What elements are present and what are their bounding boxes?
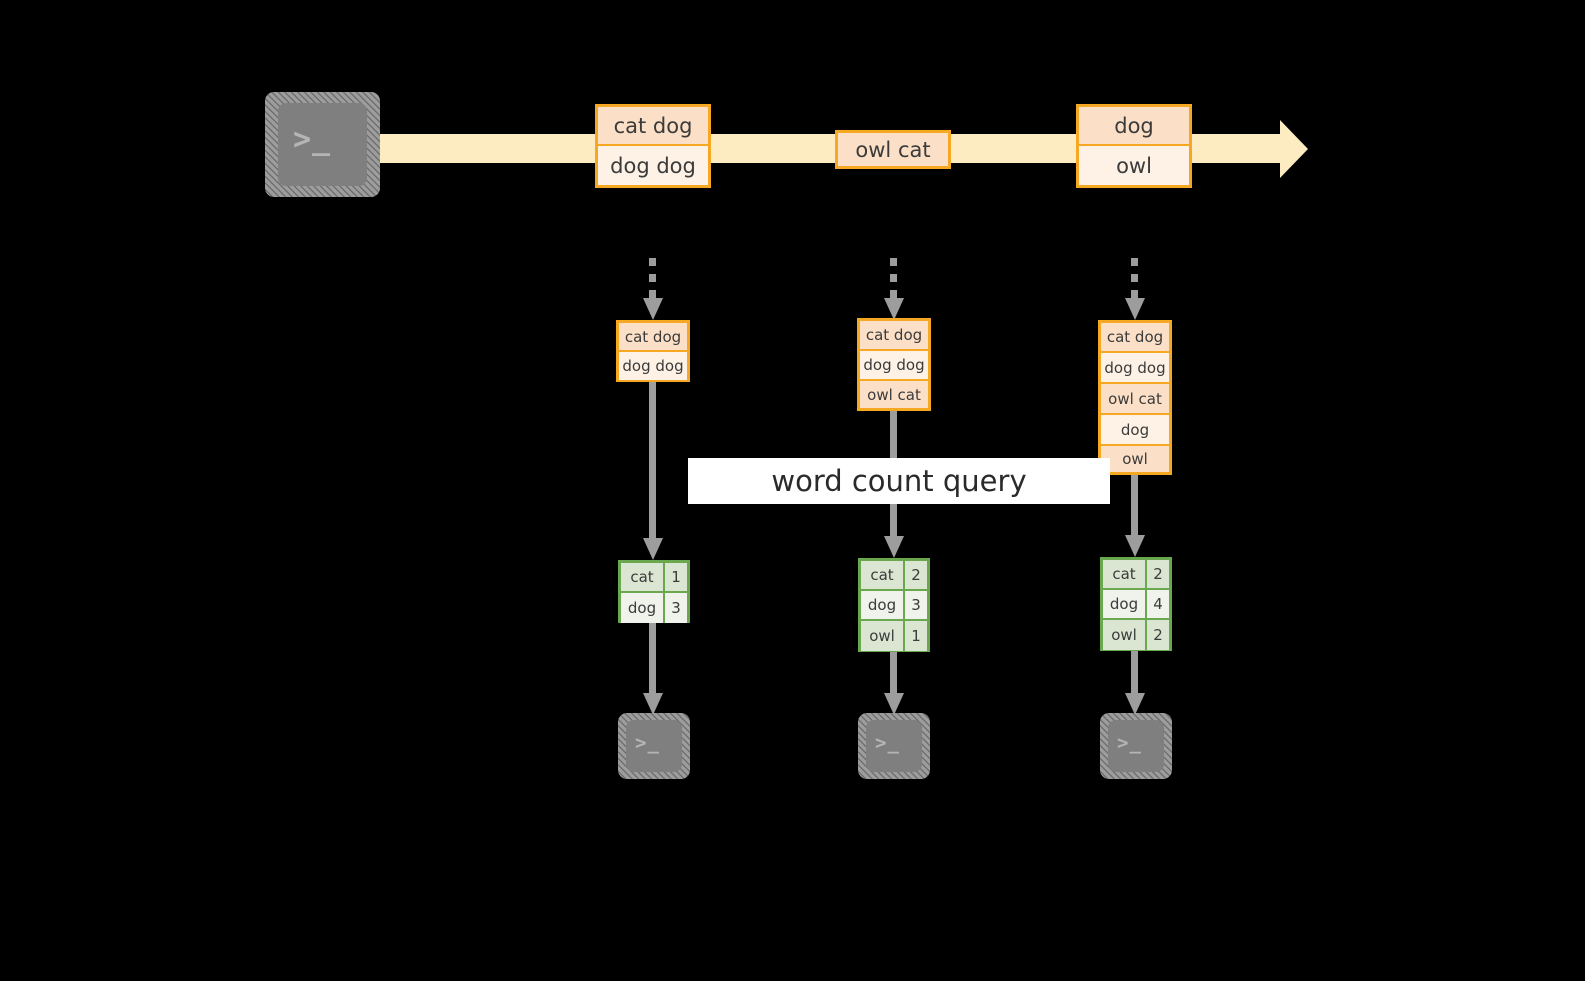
snapshot-1-tap-arrow: [642, 258, 663, 320]
terminal-face: [1108, 720, 1164, 772]
snapshot-1-count-1: 1: [665, 563, 687, 591]
arrow-head: [642, 538, 663, 560]
snapshot-2-word-3: owl: [861, 621, 905, 651]
word-count-query-text: word count query: [771, 464, 1027, 498]
terminal-face: [866, 720, 922, 772]
snapshot-1-word-1: cat: [621, 563, 665, 591]
stream-batch-2-line-1: owl cat: [838, 133, 948, 166]
snapshot-2-word-counts[interactable]: cat 2 dog 3 owl 1: [858, 558, 930, 652]
snapshot-3-word-counts[interactable]: cat 2 dog 4 owl 2: [1100, 557, 1172, 651]
snapshot-1-output-arrow: [642, 623, 663, 715]
arrow-shaft: [649, 382, 656, 540]
snapshot-3-consumer-terminal-icon[interactable]: >_: [1100, 713, 1172, 779]
arrow-shaft: [1131, 651, 1138, 695]
snapshot-2-output-arrow: [883, 652, 904, 715]
arrow-head: [642, 298, 663, 320]
snapshot-2-count-2: 3: [905, 591, 927, 619]
terminal-face: [278, 103, 367, 186]
snapshot-3-word-1: cat: [1103, 560, 1147, 588]
snapshot-2-accumulated-line-1: cat dog: [860, 321, 928, 351]
snapshot-1-word-counts[interactable]: cat 1 dog 3: [618, 560, 690, 623]
snapshot-3-count-1: 2: [1147, 560, 1169, 588]
snapshot-3-query-arrow: [1124, 475, 1145, 557]
snapshot-3-accumulated-line-4: dog: [1101, 415, 1169, 446]
snapshot-1-accumulated[interactable]: cat dog dog dog: [616, 320, 690, 382]
arrow-shaft: [1131, 258, 1138, 300]
snapshot-3-accumulated-line-1: cat dog: [1101, 323, 1169, 353]
table-row: cat 1: [621, 563, 687, 593]
terminal-prompt-glyph: >_: [875, 732, 900, 754]
arrow-head: [1124, 693, 1145, 715]
snapshot-2-word-1: cat: [861, 561, 905, 589]
terminal-prompt-glyph: >_: [635, 732, 660, 754]
snapshot-2-count-1: 2: [905, 561, 927, 589]
arrow-shaft: [649, 623, 656, 695]
arrow-head: [642, 693, 663, 715]
terminal-prompt-glyph: >_: [1117, 732, 1142, 754]
snapshot-1-consumer-terminal-icon[interactable]: >_: [618, 713, 690, 779]
snapshot-3-word-2: dog: [1103, 590, 1147, 618]
snapshot-3-count-3: 2: [1147, 620, 1169, 650]
arrow-shaft: [890, 258, 897, 300]
terminal-face: [626, 720, 682, 772]
producer-terminal-icon[interactable]: >_: [265, 92, 380, 197]
snapshot-2-accumulated-line-3: owl cat: [860, 381, 928, 408]
snapshot-3-accumulated-line-3: owl cat: [1101, 384, 1169, 415]
stream-batch-3-line-1: dog: [1079, 107, 1189, 146]
snapshot-2-word-2: dog: [861, 591, 905, 619]
table-row: dog 4: [1103, 590, 1169, 620]
word-count-query-label: word count query: [688, 458, 1110, 504]
snapshot-3-output-arrow: [1124, 651, 1145, 715]
arrow-head: [883, 536, 904, 558]
stream-batch-1-line-1: cat dog: [598, 107, 708, 146]
stream-arrowhead: [1280, 120, 1308, 178]
snapshot-3-tap-arrow: [1124, 258, 1145, 320]
arrow-shaft: [890, 652, 897, 695]
snapshot-1-count-2: 3: [665, 593, 687, 623]
snapshot-2-consumer-terminal-icon[interactable]: >_: [858, 713, 930, 779]
stream-batch-1[interactable]: cat dog dog dog: [595, 104, 711, 188]
table-row: owl 2: [1103, 620, 1169, 650]
snapshot-3-count-2: 4: [1147, 590, 1169, 618]
stream-batch-3-line-2: owl: [1079, 146, 1189, 185]
snapshot-1-query-arrow: [642, 382, 663, 560]
arrow-head: [883, 298, 904, 320]
arrow-head: [1124, 535, 1145, 557]
stream-batch-1-line-2: dog dog: [598, 146, 708, 185]
table-row: dog 3: [861, 591, 927, 621]
stream-batch-2[interactable]: owl cat: [835, 130, 951, 169]
table-row: cat 2: [1103, 560, 1169, 590]
table-row: dog 3: [621, 593, 687, 623]
snapshot-2-accumulated-line-2: dog dog: [860, 351, 928, 381]
arrow-head: [1124, 298, 1145, 320]
snapshot-2-tap-arrow: [883, 258, 904, 320]
snapshot-1-accumulated-line-2: dog dog: [619, 352, 687, 380]
snapshot-2-count-3: 1: [905, 621, 927, 651]
stream-batch-3[interactable]: dog owl: [1076, 104, 1192, 188]
arrow-shaft: [649, 258, 656, 300]
snapshot-3-word-3: owl: [1103, 620, 1147, 650]
snapshot-3-accumulated-line-5: owl: [1101, 446, 1169, 472]
table-row: cat 2: [861, 561, 927, 591]
snapshot-1-word-2: dog: [621, 593, 665, 623]
table-row: owl 1: [861, 621, 927, 651]
snapshot-3-accumulated[interactable]: cat dog dog dog owl cat dog owl: [1098, 320, 1172, 475]
terminal-prompt-glyph: >_: [293, 122, 332, 157]
snapshot-1-accumulated-line-1: cat dog: [619, 323, 687, 352]
snapshot-2-accumulated[interactable]: cat dog dog dog owl cat: [857, 318, 931, 411]
arrow-head: [883, 693, 904, 715]
snapshot-3-accumulated-line-2: dog dog: [1101, 353, 1169, 384]
arrow-shaft: [1131, 475, 1138, 537]
